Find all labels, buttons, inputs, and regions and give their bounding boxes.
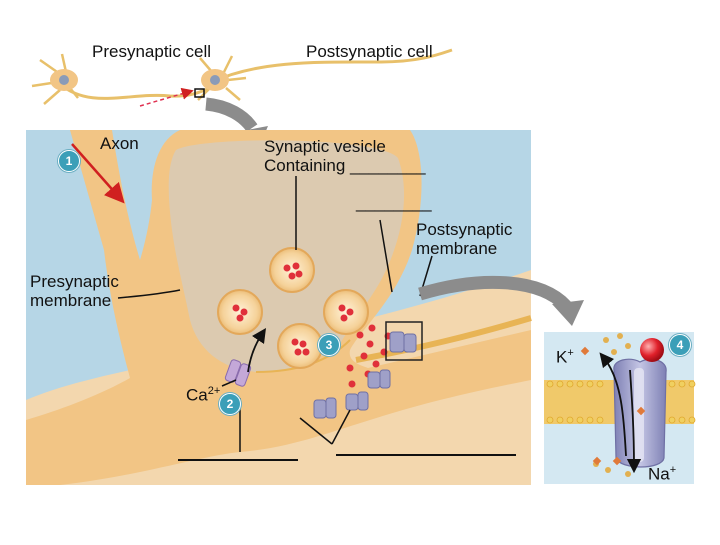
neuron-overview xyxy=(31,48,453,107)
synaptic-vesicle-label: Synaptic vesicle xyxy=(264,137,386,156)
presynaptic-membrane-label-1: Presynaptic xyxy=(30,272,119,291)
zoom-arrow-top xyxy=(205,97,258,132)
zoom-box xyxy=(385,321,423,361)
synapse-panel xyxy=(26,130,532,485)
potassium-ion-label: K+ xyxy=(556,347,574,367)
step-badge-1: 1 xyxy=(58,150,80,172)
vesicle xyxy=(217,289,263,335)
presynaptic-cell-label: Presynaptic cell xyxy=(92,42,212,61)
neurotransmitter-ligand xyxy=(640,338,664,362)
answer-blank-channel xyxy=(178,459,298,461)
calcium-channels xyxy=(224,359,252,387)
receptor-channels xyxy=(313,331,417,419)
vesicle xyxy=(323,289,369,335)
axon-label: Axon xyxy=(100,134,139,153)
zoom-arrow-right xyxy=(418,275,571,311)
step-badge-3: 3 xyxy=(318,334,340,356)
answer-blank-receptor xyxy=(336,454,516,456)
presynaptic-membrane-label-2: membrane xyxy=(30,291,112,310)
step-badge-2: 2 xyxy=(219,393,241,415)
sodium-ion-label: Na+ xyxy=(648,464,677,484)
postsynaptic-membrane-label-2: membrane xyxy=(416,239,498,258)
ion-channel-inset xyxy=(544,332,696,484)
vesicle-contents-blank: Containing ________ xyxy=(264,156,426,175)
calcium-ion-label: Ca2+ xyxy=(186,385,221,405)
vesicle xyxy=(269,247,315,293)
vesicle xyxy=(277,323,323,369)
vesicle-contents-blank-2: ________ xyxy=(356,193,432,212)
postsynaptic-cell-label: Postsynaptic cell xyxy=(306,42,433,61)
action-potential-arrow xyxy=(71,143,125,204)
postsynaptic-membrane-label-1: Postsynaptic xyxy=(416,220,513,239)
step-badge-4: 4 xyxy=(669,334,691,356)
